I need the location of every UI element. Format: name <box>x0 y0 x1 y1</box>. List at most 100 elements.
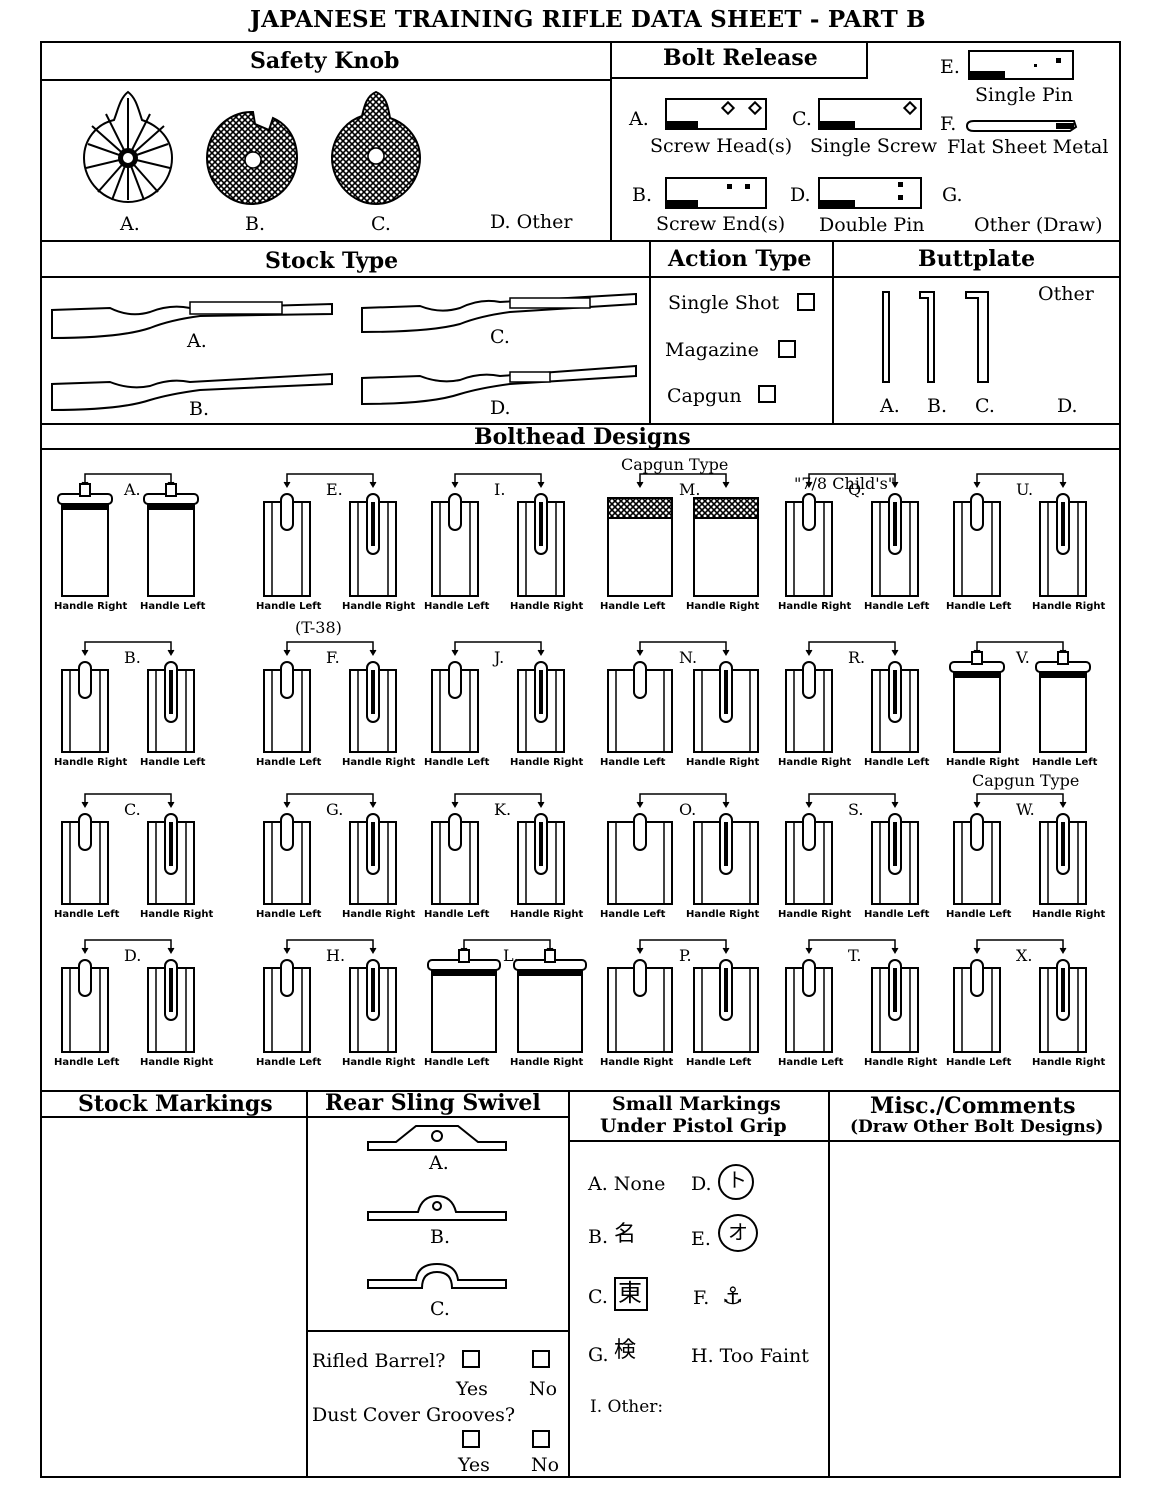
swivel-c-drawing <box>367 1262 507 1289</box>
bolthead-design-q <box>785 473 919 597</box>
bolt-release-g-letter: G. <box>942 184 963 206</box>
bolt-release-c-drawing <box>818 98 922 130</box>
bolthead-letter-m: M. <box>679 480 701 499</box>
safety-knob-heading: Safety Knob <box>250 48 400 74</box>
sheet-frame <box>40 41 1121 1478</box>
bolthead-design-f <box>263 641 397 753</box>
bolthead-handle-caption: Handle Right <box>686 601 760 612</box>
bolt-release-a-label: Screw Head(s) <box>650 135 793 157</box>
divider <box>306 1090 308 1478</box>
bolthead-letter-c: C. <box>124 800 141 819</box>
marking-e-char: オ <box>728 1220 748 1244</box>
bolthead-handle-caption: Handle Left <box>946 601 1012 612</box>
misc-subheading: (Draw Other Bolt Designs) <box>850 1117 1104 1137</box>
buttplate-label-d: D. <box>1057 395 1078 417</box>
dust-cover-yes-checkbox[interactable] <box>462 1430 480 1448</box>
safety-knob-label-a: A. <box>120 213 140 235</box>
bolthead-handle-caption: Handle Left <box>424 601 490 612</box>
bolthead-heading: Bolthead Designs <box>474 424 691 450</box>
marking-b-char: 名 <box>614 1222 637 1247</box>
divider <box>40 79 612 81</box>
bolthead-handle-caption: Handle Left <box>256 757 322 768</box>
bolthead-childs-label: "7/8 Child's" <box>794 474 896 493</box>
dust-cover-question: Dust Cover Grooves? <box>312 1404 516 1426</box>
divider <box>40 276 1121 278</box>
divider <box>610 77 868 79</box>
safety-knob-b-drawing <box>205 111 299 206</box>
buttplate-b-drawing <box>919 291 935 383</box>
rifled-barrel-no-checkbox[interactable] <box>532 1350 550 1368</box>
bolthead-design-e <box>263 473 397 597</box>
action-capgun-checkbox[interactable] <box>758 385 776 403</box>
bolthead-handle-caption: Handle Right <box>510 757 584 768</box>
bolt-release-heading: Bolt Release <box>663 45 818 71</box>
buttplate-label-c: C. <box>975 395 995 417</box>
action-capgun-label: Capgun <box>667 385 742 407</box>
divider <box>40 448 1121 450</box>
bolthead-handle-caption: Handle Right <box>1032 601 1106 612</box>
misc-heading: Misc./Comments <box>870 1093 1076 1119</box>
bolthead-handle-caption: Handle Left <box>256 1057 322 1068</box>
action-single-shot-checkbox[interactable] <box>797 293 815 311</box>
bolthead-design-a <box>57 473 199 597</box>
divider <box>40 1090 1121 1092</box>
bolthead-handle-caption: Handle Right <box>778 909 852 920</box>
bolthead-letter-a: A. <box>124 480 141 499</box>
bolt-release-d-label: Double Pin <box>819 214 925 236</box>
bolthead-design-n <box>607 641 759 753</box>
buttplate-other-label: Other <box>1038 283 1094 305</box>
safety-knob-label-c: C. <box>371 213 391 235</box>
bolthead-handle-caption: Handle Right <box>510 601 584 612</box>
bolthead-handle-caption: Handle Right <box>1032 1057 1106 1068</box>
stock-label-c: C. <box>490 326 510 348</box>
marking-e-circle <box>718 1214 758 1252</box>
small-markings-heading-2: Under Pistol Grip <box>600 1115 787 1137</box>
safety-knob-a-drawing <box>82 90 174 204</box>
bolthead-handle-caption: Handle Left <box>424 909 490 920</box>
divider <box>866 41 868 79</box>
bolthead-handle-caption: Handle Right <box>778 601 852 612</box>
bolt-release-a-letter: A. <box>629 108 649 130</box>
bolthead-letter-b: B. <box>124 648 141 667</box>
marking-c-letter: C. <box>588 1286 608 1308</box>
bolthead-handle-caption: Handle Right <box>510 1057 584 1068</box>
bolthead-letter-w: W. <box>1016 800 1035 819</box>
bolthead-capgun-type-top: Capgun Type <box>621 455 729 474</box>
misc-comments-area[interactable] <box>832 1144 1118 1475</box>
marking-d-char: ト <box>727 1168 747 1192</box>
bolthead-handle-caption: Handle Right <box>342 757 416 768</box>
bolthead-handle-caption: Handle Right <box>342 601 416 612</box>
buttplate-label-b: B. <box>927 395 948 417</box>
marking-g-letter: G. <box>588 1344 609 1366</box>
action-magazine-checkbox[interactable] <box>778 340 796 358</box>
bolthead-handle-caption: Handle Left <box>1032 757 1098 768</box>
buttplate-label-a: A. <box>880 395 900 417</box>
stock-a-drawing <box>51 301 333 340</box>
bolthead-handle-caption: Handle Right <box>54 601 128 612</box>
bolthead-design-c <box>61 793 195 905</box>
bolthead-letter-j: J. <box>494 648 505 667</box>
bolthead-letter-i: I. <box>494 480 506 499</box>
divider <box>828 1090 830 1478</box>
bolthead-letter-v: V. <box>1016 648 1030 667</box>
action-magazine-label: Magazine <box>665 339 759 361</box>
bolthead-handle-caption: Handle Left <box>864 757 930 768</box>
action-single-shot-label: Single Shot <box>668 292 780 314</box>
bolthead-handle-caption: Handle Left <box>140 757 206 768</box>
bolthead-handle-caption: Handle Right <box>510 909 584 920</box>
dust-cover-no-checkbox[interactable] <box>532 1430 550 1448</box>
bolthead-design-k <box>431 793 565 905</box>
rifled-barrel-question: Rifled Barrel? <box>312 1350 446 1372</box>
bolthead-handle-caption: Handle Right <box>600 1057 674 1068</box>
bolthead-handle-caption: Handle Right <box>54 757 128 768</box>
rifled-barrel-yes-checkbox[interactable] <box>462 1350 480 1368</box>
bolthead-letter-u: U. <box>1016 480 1034 499</box>
marking-c-char: 東 <box>618 1279 642 1307</box>
bolt-release-b-label: Screw End(s) <box>656 213 786 235</box>
bolt-release-f-letter: F. <box>940 113 957 135</box>
divider <box>568 1140 1121 1142</box>
bolthead-handle-caption: Handle Left <box>600 601 666 612</box>
bolthead-letter-k: K. <box>494 800 512 819</box>
bolt-release-e-letter: E. <box>940 56 960 78</box>
stock-markings-area[interactable] <box>44 1120 304 1475</box>
